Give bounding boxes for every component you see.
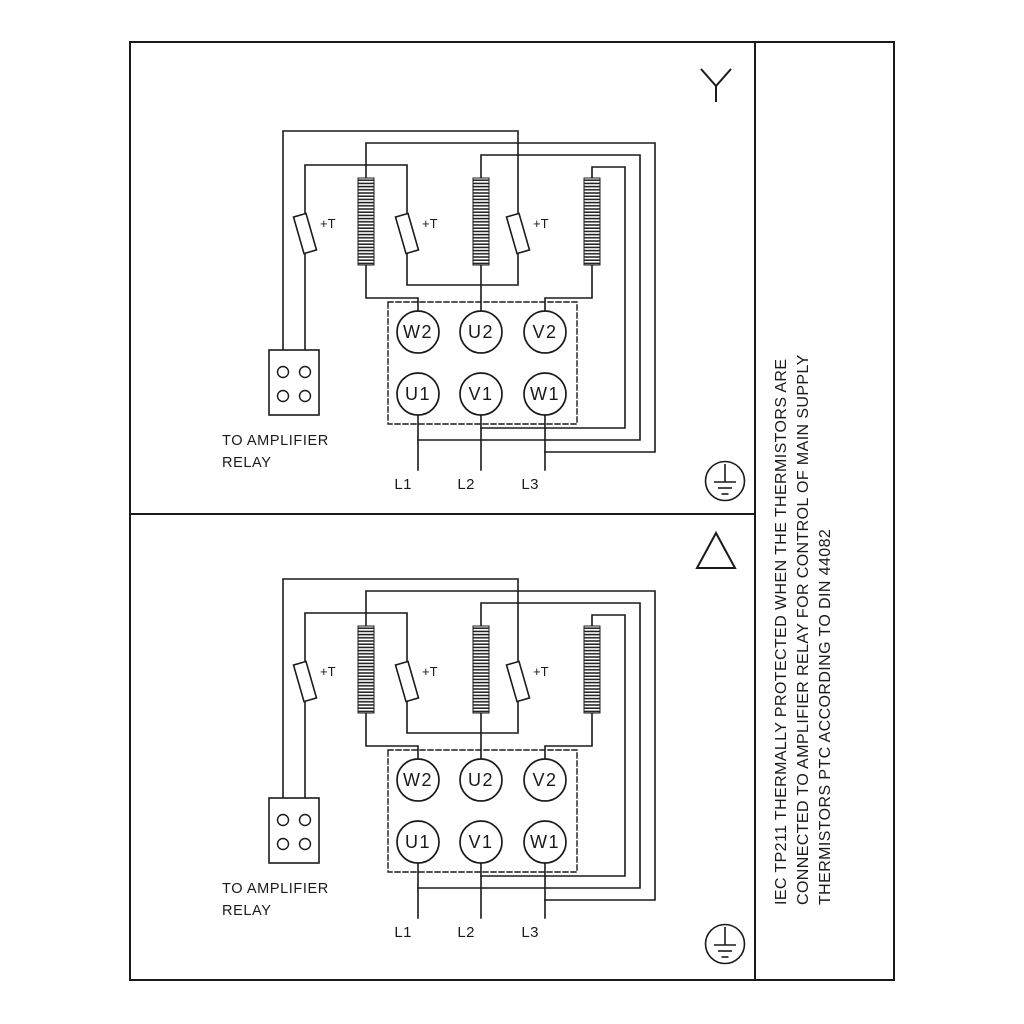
delta-icon — [695, 530, 737, 569]
supply-label-l2: L2 — [457, 924, 475, 941]
terminal-label-v1: V1 — [468, 832, 493, 852]
side-note-line3: THERMISTORS PTC ACCORDING TO DIN 44082 — [817, 529, 834, 905]
thermistor-label: +T — [533, 664, 549, 679]
relay-note-line2: RELAY — [222, 903, 271, 919]
delta-panel-wiring — [268, 578, 656, 919]
terminal-label-w1: W1 — [530, 832, 560, 852]
thermistor-label: +T — [320, 664, 336, 679]
terminal-label-w1: W1 — [530, 384, 560, 404]
panel-delta: +T +T +T W2 U2 V2 U1 V1 W1 TO AMPLIFIER … — [222, 530, 746, 965]
terminal-label-w2: W2 — [403, 322, 433, 342]
outer-border — [129, 41, 895, 981]
side-note-line1: IEC TP211 THERMALLY PROTECTED WHEN THE T… — [773, 359, 790, 905]
side-note-line2: CONNECTED TO AMPLIFIER RELAY FOR CONTROL… — [795, 354, 812, 905]
terminal-label-u2: U2 — [468, 770, 494, 790]
thermistor-label: +T — [422, 664, 438, 679]
supply-label-l2: L2 — [457, 476, 475, 493]
wye-icon — [700, 68, 732, 102]
relay-note-line2: RELAY — [222, 455, 271, 471]
terminal-label-w2: W2 — [403, 770, 433, 790]
frame — [129, 41, 895, 981]
supply-label-l3: L3 — [521, 924, 539, 941]
terminal-label-u2: U2 — [468, 322, 494, 342]
earth-ground-icon — [704, 460, 746, 502]
terminal-label-u1: U1 — [405, 832, 431, 852]
earth-ground-icon — [704, 923, 746, 965]
terminal-label-u1: U1 — [405, 384, 431, 404]
thermistor-label: +T — [320, 216, 336, 231]
panel-star: +T +T +T W2 U2 V2 U1 V1 W1 TO AMPLIFIER … — [222, 68, 746, 502]
supply-label-l1: L1 — [394, 924, 412, 941]
supply-label-l1: L1 — [394, 476, 412, 493]
thermistor-label: +T — [533, 216, 549, 231]
relay-note-line1: TO AMPLIFIER — [222, 881, 329, 897]
side-note: IEC TP211 THERMALLY PROTECTED WHEN THE T… — [773, 354, 834, 905]
thermistor-label: +T — [422, 216, 438, 231]
star-panel-wiring — [268, 130, 656, 471]
supply-label-l3: L3 — [521, 476, 539, 493]
terminal-label-v1: V1 — [468, 384, 493, 404]
terminal-label-v2: V2 — [532, 322, 557, 342]
relay-note-line1: TO AMPLIFIER — [222, 433, 329, 449]
terminal-label-v2: V2 — [532, 770, 557, 790]
